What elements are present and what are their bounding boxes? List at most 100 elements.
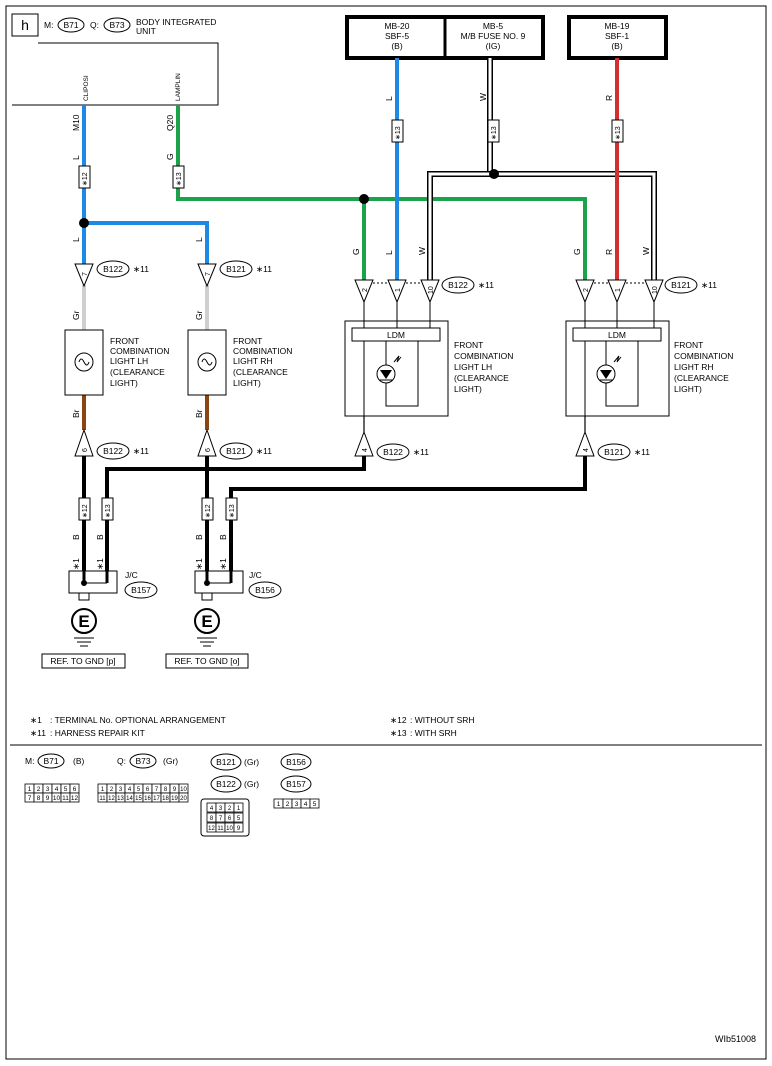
svg-text:LIGHT): LIGHT) bbox=[110, 378, 138, 388]
svg-text:COMBINATION: COMBINATION bbox=[110, 346, 169, 356]
svg-text:LDM: LDM bbox=[608, 330, 626, 340]
svg-text:7: 7 bbox=[205, 272, 212, 276]
connector-cell-label: 12 bbox=[108, 796, 115, 802]
connector-cell-label: 20 bbox=[180, 796, 187, 802]
svg-text:B122: B122 bbox=[103, 446, 123, 456]
svg-text:B: B bbox=[71, 534, 81, 540]
front-combination-light-lh: FRONT COMBINATION LIGHT LH (CLEARANCE LI… bbox=[64, 329, 169, 396]
svg-text:G: G bbox=[165, 153, 175, 160]
svg-text:∗11: ∗11 bbox=[701, 280, 717, 290]
connector-cell-label: 4 bbox=[210, 806, 214, 812]
svg-text:UNIT: UNIT bbox=[136, 26, 156, 36]
connector-cell-label: 9 bbox=[46, 795, 50, 802]
svg-text:B121: B121 bbox=[671, 280, 691, 290]
conn-b71: B71 bbox=[63, 20, 78, 30]
ref-gnd-p: REF. TO GND [p] bbox=[50, 656, 115, 666]
wires bbox=[82, 58, 657, 583]
svg-text:L: L bbox=[194, 237, 204, 242]
connector-cell-label: 4 bbox=[55, 786, 59, 793]
connector-cell-label: 6 bbox=[228, 816, 232, 822]
svg-text:SBF-1: SBF-1 bbox=[605, 31, 629, 41]
svg-text:: WITH SRH: : WITH SRH bbox=[410, 728, 457, 738]
svg-text:: TERMINAL No. OPTIONAL ARRANG: : TERMINAL No. OPTIONAL ARRANGEMENT bbox=[50, 715, 226, 725]
ldm-lh: LDM bbox=[344, 302, 449, 417]
svg-text:∗11: ∗11 bbox=[634, 447, 650, 457]
connector-cell-label: 2 bbox=[228, 806, 232, 812]
svg-text:SBF-5: SBF-5 bbox=[385, 31, 409, 41]
svg-text:LIGHT): LIGHT) bbox=[674, 384, 702, 394]
svg-text:(CLEARANCE: (CLEARANCE bbox=[454, 373, 509, 383]
connector-cell-label: 1 bbox=[277, 801, 281, 808]
svg-text:4: 4 bbox=[362, 448, 369, 452]
connector-cell-label: 3 bbox=[46, 786, 50, 793]
svg-text:1: 1 bbox=[615, 288, 622, 292]
svg-text:∗1: ∗1 bbox=[218, 558, 228, 570]
svg-text:B122: B122 bbox=[383, 447, 403, 457]
ldm-rh: LDM bbox=[565, 302, 670, 417]
connector-cell-label: 11 bbox=[99, 796, 106, 802]
svg-text:∗13: ∗13 bbox=[176, 172, 183, 186]
body-integrated-unit: h M: B71 Q: B73 BODY INTEGRATED UNIT CLI… bbox=[11, 13, 219, 106]
svg-text:M10: M10 bbox=[71, 114, 81, 131]
svg-text:: HARNESS REPAIR KIT: : HARNESS REPAIR KIT bbox=[50, 728, 145, 738]
svg-text:6: 6 bbox=[205, 448, 212, 452]
connector-cell-label: 2 bbox=[286, 801, 290, 808]
connector-cell bbox=[309, 798, 320, 809]
svg-text:B71: B71 bbox=[43, 756, 58, 766]
connector-cell-label: 1 bbox=[101, 787, 105, 793]
svg-text:LIGHT LH: LIGHT LH bbox=[454, 362, 492, 372]
connector-cell-label: 10 bbox=[53, 795, 61, 802]
svg-text:(CLEARANCE: (CLEARANCE bbox=[233, 367, 288, 377]
svg-text:MB-5: MB-5 bbox=[483, 21, 504, 31]
connector-labels-bottom: B122 ∗11 B121 ∗11 B122 ∗11 B121 ∗11 bbox=[96, 442, 650, 461]
svg-text:2: 2 bbox=[362, 288, 369, 292]
ground-e-icon: E bbox=[78, 612, 89, 631]
svg-text:∗11: ∗11 bbox=[133, 264, 149, 274]
connector-cell-label: 15 bbox=[135, 796, 142, 802]
svg-text:B156: B156 bbox=[255, 585, 275, 595]
ground-references: REF. TO GND [p] REF. TO GND [o] bbox=[41, 653, 249, 669]
svg-text:∗13: ∗13 bbox=[105, 504, 112, 518]
connector-cell-label: 5 bbox=[313, 801, 317, 808]
svg-text:FRONT: FRONT bbox=[233, 336, 262, 346]
svg-text:(IG): (IG) bbox=[486, 41, 501, 51]
connector-cell-label: 12 bbox=[71, 795, 79, 802]
joint-connector-b157: J/C B157 E bbox=[68, 570, 158, 647]
svg-text:(B): (B) bbox=[73, 756, 85, 766]
conn-b73: B73 bbox=[109, 20, 124, 30]
connector-cell-label: 10 bbox=[180, 787, 187, 793]
svg-text:Gr: Gr bbox=[71, 310, 81, 320]
svg-text:L: L bbox=[384, 250, 394, 255]
connector-cell-label: 4 bbox=[128, 787, 132, 793]
connector-cell-label: 19 bbox=[171, 796, 178, 802]
connector-cell-label: 12 bbox=[208, 826, 215, 832]
connector-cell-label: 3 bbox=[295, 801, 299, 808]
svg-text:Gr: Gr bbox=[194, 310, 204, 320]
document-id: WIb51008 bbox=[715, 1034, 756, 1044]
svg-text:B122: B122 bbox=[448, 280, 468, 290]
svg-text:W: W bbox=[641, 247, 651, 255]
svg-text:∗11: ∗11 bbox=[413, 447, 429, 457]
connector-cell-label: 8 bbox=[37, 795, 41, 802]
svg-text:G: G bbox=[572, 248, 582, 255]
svg-text:B156: B156 bbox=[286, 757, 306, 767]
svg-text:Q20: Q20 bbox=[165, 115, 175, 131]
svg-text:B122: B122 bbox=[216, 779, 236, 789]
connector-cell-label: 14 bbox=[126, 796, 133, 802]
joint-connector-b156: J/C B156 E bbox=[194, 570, 282, 647]
svg-text:LIGHT): LIGHT) bbox=[233, 378, 261, 388]
svg-text:∗11: ∗11 bbox=[30, 728, 46, 738]
svg-text:B: B bbox=[194, 534, 204, 540]
svg-text:4: 4 bbox=[583, 448, 590, 452]
svg-text:10: 10 bbox=[652, 286, 659, 294]
svg-text:MB-19: MB-19 bbox=[604, 21, 629, 31]
svg-text:Br: Br bbox=[194, 409, 204, 418]
svg-text:2: 2 bbox=[583, 288, 590, 292]
svg-text:∗11: ∗11 bbox=[256, 264, 272, 274]
svg-text:∗13: ∗13 bbox=[395, 126, 402, 140]
svg-text:Q:: Q: bbox=[90, 20, 99, 30]
svg-text:L: L bbox=[384, 96, 394, 101]
svg-text:J/C: J/C bbox=[125, 570, 138, 580]
svg-text:∗13: ∗13 bbox=[491, 126, 498, 140]
